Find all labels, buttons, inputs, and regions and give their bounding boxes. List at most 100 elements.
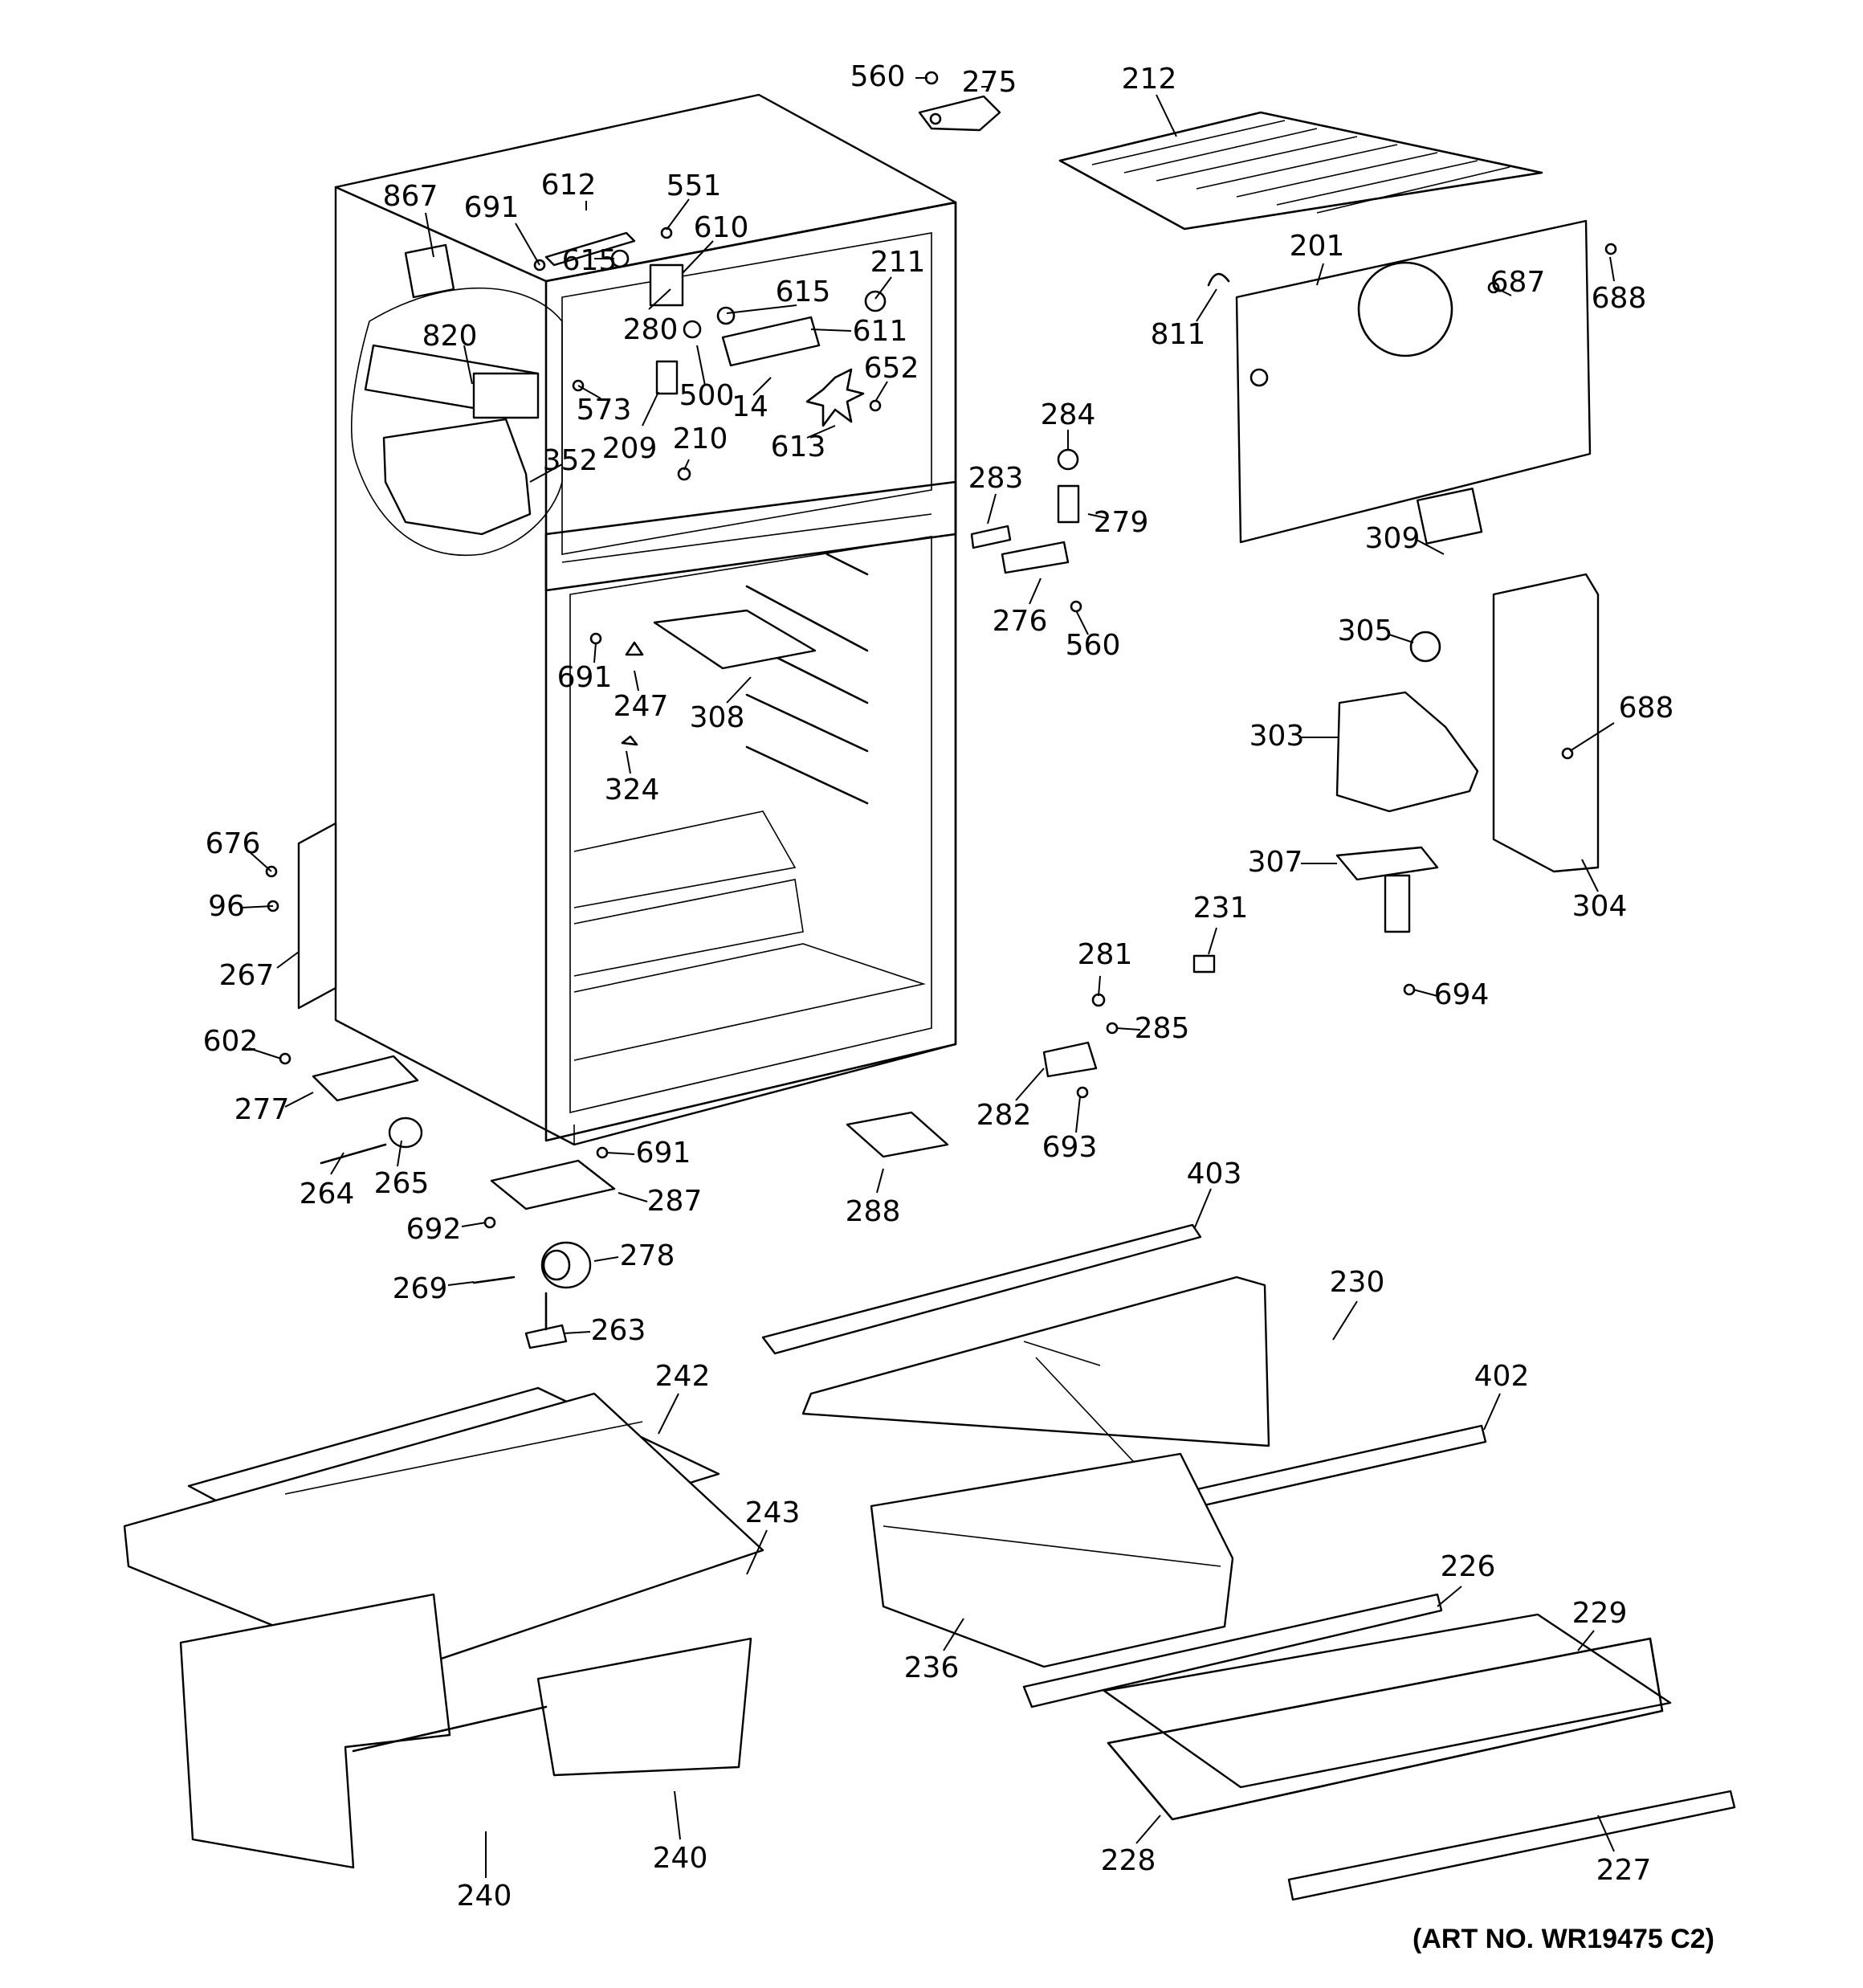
callout-210: 210: [673, 423, 728, 471]
part-number-label: 612: [541, 169, 597, 202]
callout-264: 264: [300, 1152, 355, 1210]
part-number-label: 96: [208, 890, 245, 923]
callout-352: 352: [529, 444, 597, 483]
leader-line: [634, 670, 639, 692]
leader-line: [397, 1140, 402, 1167]
leader-line: [1581, 859, 1599, 892]
part-number-label: 277: [234, 1093, 290, 1126]
leader-line: [529, 463, 563, 483]
leader-line: [330, 1152, 344, 1175]
leader-line: [1029, 578, 1042, 605]
callout-275: 275: [962, 66, 1017, 99]
part-number-label: 284: [1041, 398, 1096, 431]
bottom-hinge-parts: [472, 1041, 1098, 1349]
part-number-label: 820: [422, 320, 478, 353]
callout-691b: 691: [557, 642, 613, 694]
leader-line: [1115, 1027, 1141, 1031]
leader-line: [874, 381, 888, 402]
part-number-label: 230: [1330, 1266, 1385, 1299]
callout-676: 676: [206, 827, 272, 872]
leader-line: [1597, 1815, 1615, 1852]
callout-276: 276: [993, 578, 1047, 638]
leader-line: [876, 1168, 884, 1194]
part-number-label: 236: [904, 1651, 960, 1684]
leader-line: [683, 459, 690, 471]
callout-688b: 688: [1569, 692, 1673, 752]
leader-line: [1483, 1393, 1501, 1431]
part-number-label: 278: [620, 1239, 675, 1272]
callout-287: 287: [618, 1185, 702, 1218]
part-number-label: 613: [771, 431, 826, 463]
callout-602: 602: [203, 1025, 282, 1059]
part-number-label: 309: [1365, 522, 1421, 555]
part-number-label: 285: [1135, 1012, 1190, 1045]
leader-line: [461, 1222, 487, 1227]
part-number-label: 573: [577, 394, 632, 427]
part-number-label: 610: [694, 211, 749, 244]
callout-269: 269: [393, 1272, 475, 1305]
leader-line: [1332, 1300, 1358, 1341]
leader-line: [1388, 634, 1414, 643]
callout-288: 288: [846, 1168, 900, 1228]
callout-324: 324: [605, 750, 659, 806]
callout-303: 303: [1249, 720, 1339, 753]
callout-691a: 691: [464, 191, 540, 266]
callout-693: 693: [1042, 1096, 1098, 1164]
part-number-label: 211: [870, 246, 926, 279]
part-number-label: 687: [1490, 266, 1546, 299]
part-number-label: 282: [976, 1099, 1032, 1132]
part-number-label: 229: [1572, 1597, 1628, 1630]
callout-613: 613: [771, 425, 836, 463]
part-number-label: 560: [1066, 629, 1121, 662]
part-number-label: 652: [864, 352, 919, 385]
leader-line: [682, 240, 714, 274]
leader-line: [1494, 287, 1512, 296]
callout-403: 403: [1187, 1157, 1241, 1228]
leader-line: [1135, 1815, 1161, 1844]
part-number-label: 269: [393, 1272, 448, 1305]
callout-615a: 615: [562, 244, 618, 277]
callout-652: 652: [864, 352, 919, 402]
part-number-label: 602: [203, 1025, 259, 1058]
fresh-food-parts: [621, 609, 817, 746]
part-number-label: 264: [300, 1178, 355, 1210]
part-number-label: 240: [653, 1842, 708, 1875]
callout-687: 687: [1490, 266, 1546, 299]
part-number-label: 694: [1434, 978, 1490, 1011]
part-number-label: 263: [591, 1314, 646, 1347]
part-number-label: 308: [690, 701, 745, 734]
part-number-label: 279: [1094, 506, 1149, 539]
leader-line: [515, 222, 540, 266]
leader-line: [463, 345, 473, 385]
leader-line: [1087, 513, 1107, 519]
callout-267: 267: [219, 951, 300, 992]
part-number-label: 283: [968, 462, 1024, 495]
leader-line: [642, 391, 659, 427]
callout-247: 247: [614, 670, 668, 723]
callout-284: 284: [1041, 398, 1096, 450]
callout-279: 279: [1087, 506, 1149, 539]
part-number-label: 560: [850, 60, 906, 93]
leader-line: [1098, 975, 1101, 997]
callout-240b: 240: [653, 1790, 708, 1875]
callout-694: 694: [1413, 978, 1489, 1011]
leader-line: [1075, 1096, 1081, 1133]
part-number-label: 693: [1042, 1131, 1098, 1164]
leader-line: [626, 750, 631, 774]
callout-278: 278: [593, 1239, 675, 1272]
leader-line: [987, 493, 997, 525]
part-number-label: 691: [636, 1137, 691, 1170]
leader-line: [1413, 989, 1438, 997]
callout-226: 226: [1437, 1550, 1495, 1607]
callout-96: 96: [208, 890, 274, 923]
callout-242: 242: [655, 1360, 710, 1435]
callout-612: 612: [541, 169, 597, 210]
part-number-label: 304: [1572, 890, 1628, 923]
part-number-label: 303: [1249, 720, 1305, 753]
leader-line: [648, 288, 671, 310]
ice-maker-assembly: [351, 243, 563, 556]
part-number-label: 611: [853, 315, 908, 348]
part-number-label: 691: [557, 661, 613, 694]
callout-229: 229: [1572, 1597, 1628, 1651]
leader-line: [943, 1618, 964, 1651]
